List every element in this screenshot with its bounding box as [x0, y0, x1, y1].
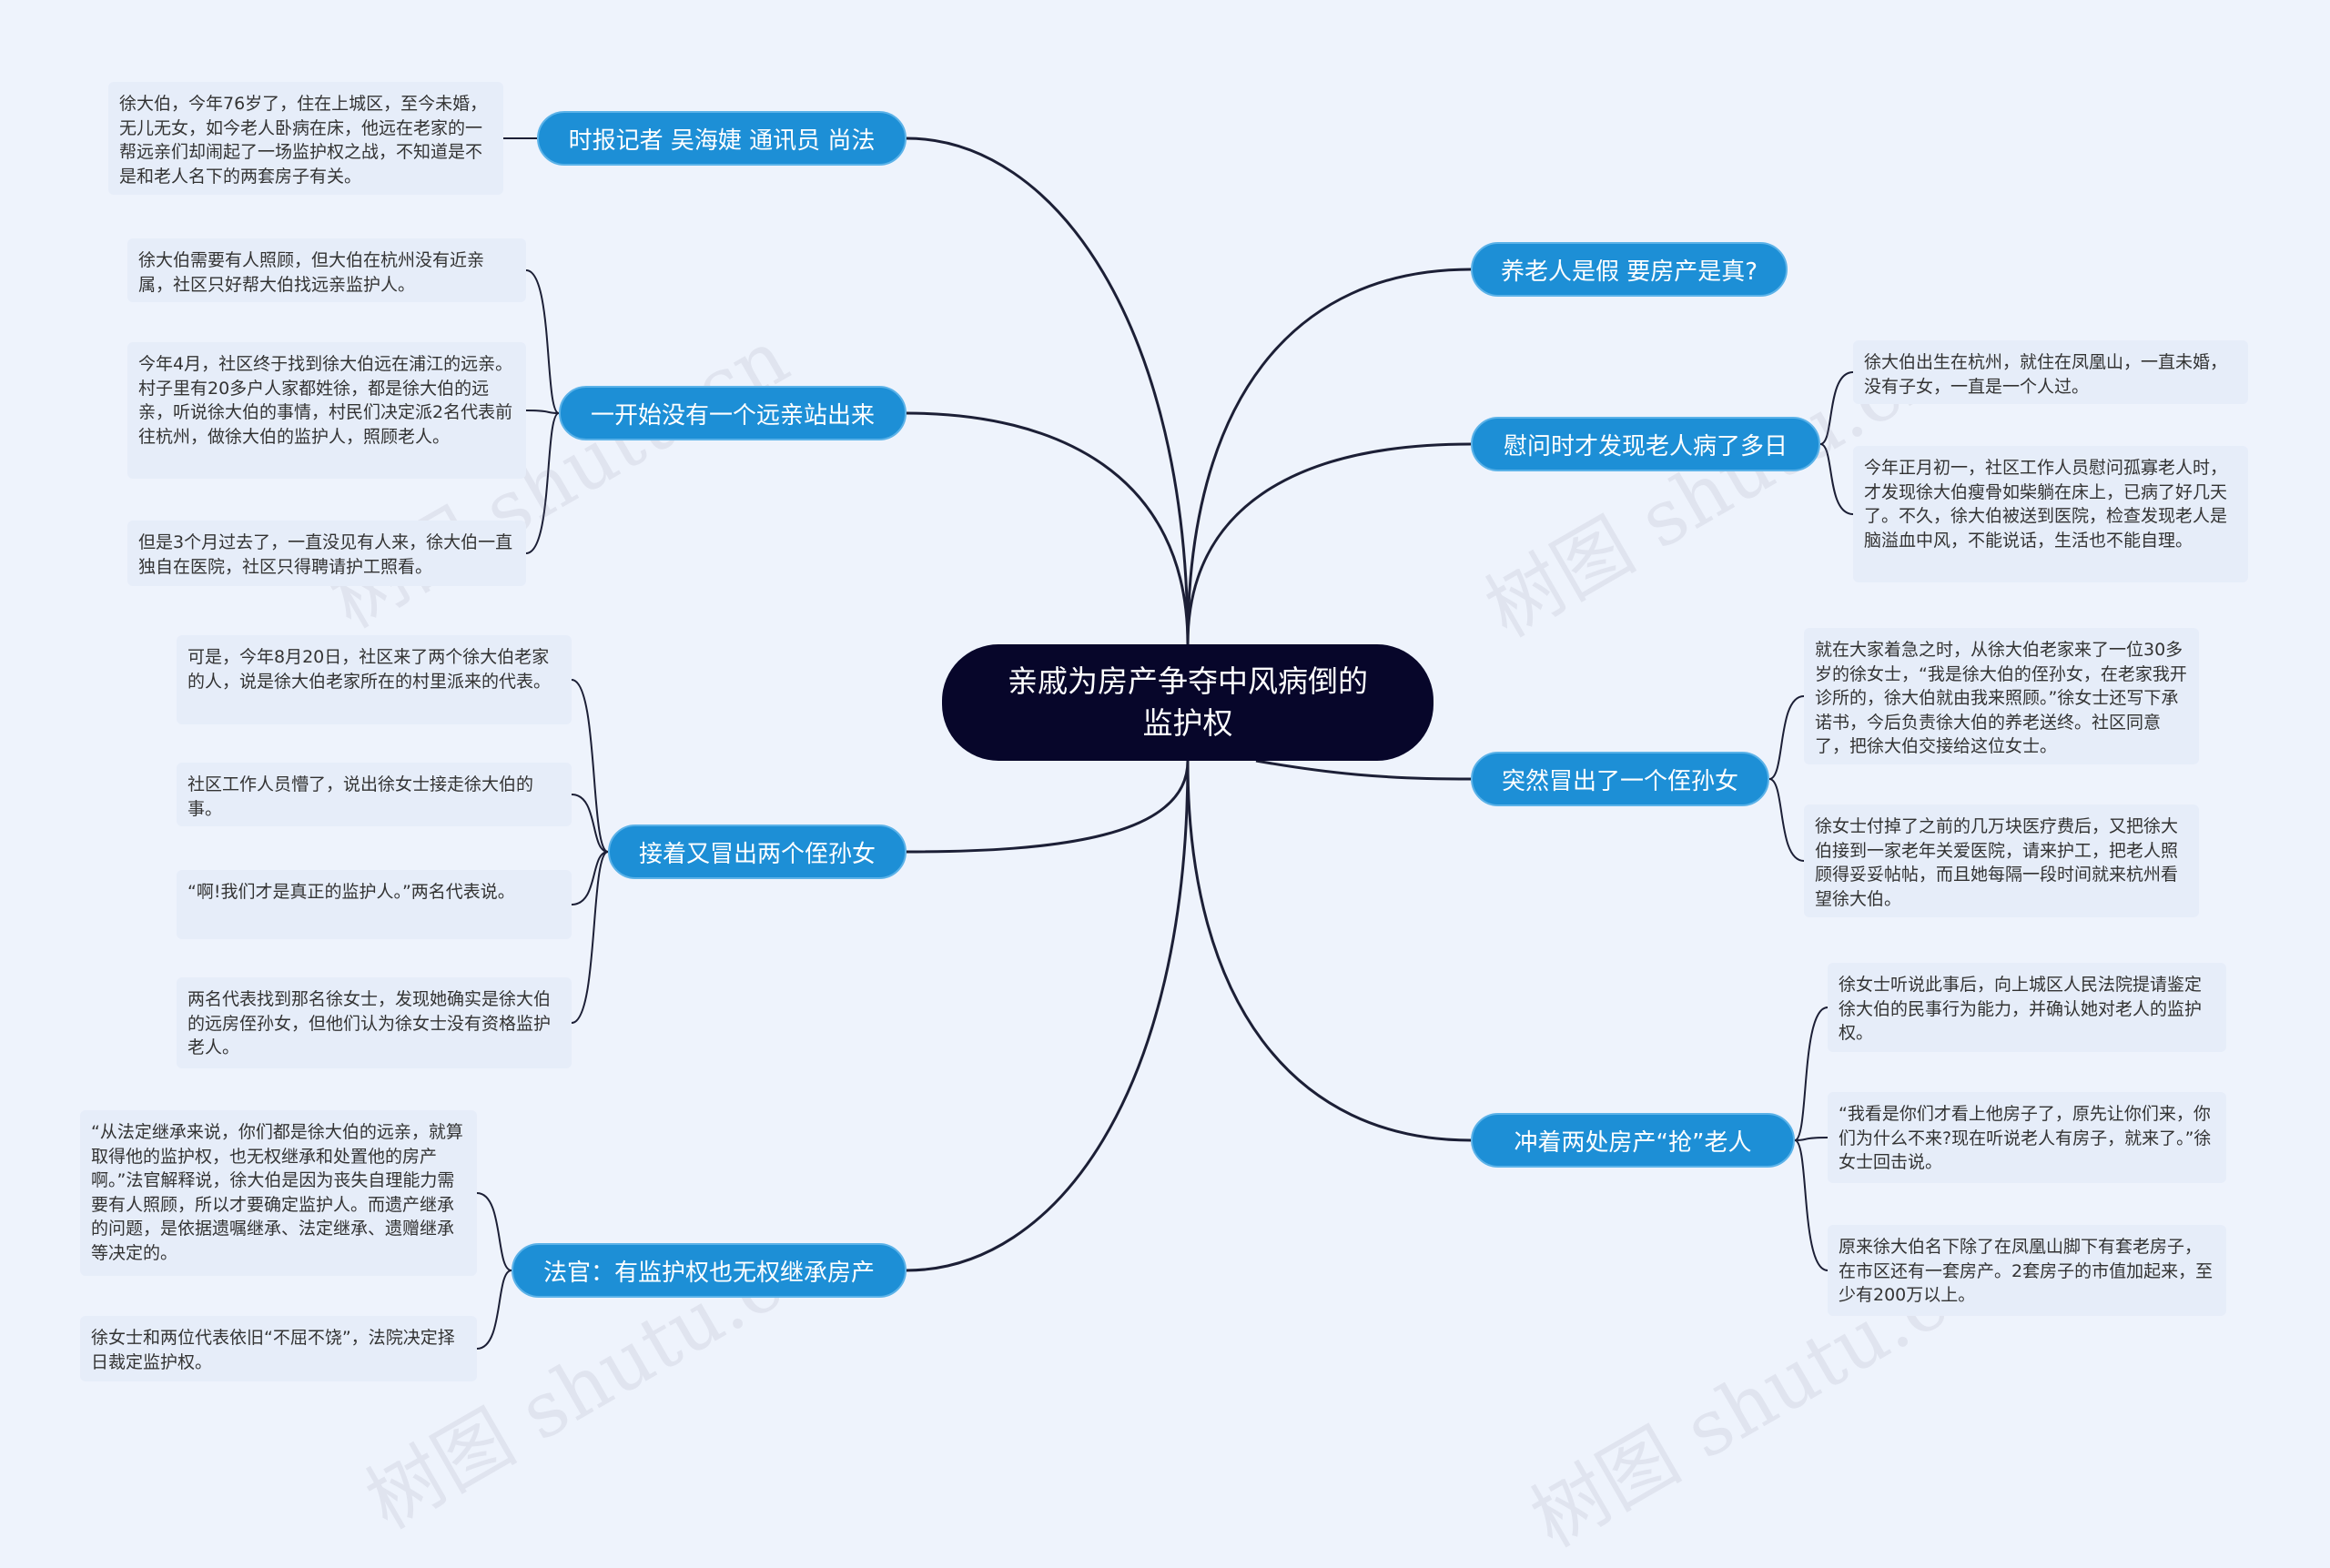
leaf-connector [1768, 695, 1805, 780]
leaf-text: 徐女士和两位代表依旧“不屈不饶”，法院决定择日裁定监护权。 [80, 1316, 477, 1381]
branch-two-grandnieces[interactable]: 接着又冒出两个侄孙女 [608, 824, 907, 879]
leaf-connector [571, 851, 609, 905]
leaf-text: 社区工作人员懵了，说出徐女士接走徐大伯的事。 [177, 763, 572, 826]
branch-reporter[interactable]: 时报记者 吴海婕 通讯员 尚法 [537, 111, 907, 166]
branch-judge[interactable]: 法官：有监护权也无权继承房产 [512, 1243, 907, 1298]
leaf-text: 就在大家着急之时，从徐大伯老家来了一位30多岁的徐女士，“我是徐大伯的侄孙女，在… [1804, 628, 2199, 764]
leaf-connector [571, 794, 609, 853]
branch-grandniece-appears[interactable]: 突然冒出了一个侄孙女 [1471, 752, 1769, 806]
branch-connector [1186, 442, 1472, 645]
leaf-connector [1819, 443, 1854, 515]
branch-connector [906, 760, 1190, 1272]
leaf-connector [1768, 778, 1805, 862]
leaf-text: 两名代表找到那名徐女士，发现她确实是徐大伯的远房侄孙女，但他们认为徐女士没有资格… [177, 977, 572, 1068]
leaf-text: “从法定继承来说，你们都是徐大伯的远亲，就算取得他的监护权，也无权继承和处置他的… [80, 1110, 477, 1276]
leaf-connector [571, 679, 609, 853]
leaf-text: 徐大伯，今年76岁了，住在上城区，至今未婚，无儿无女，如今老人卧病在床，他远在老… [108, 82, 503, 195]
branch-fight-for-houses[interactable]: 冲着两处房产“抢”老人 [1471, 1113, 1795, 1168]
branch-connector [906, 760, 1190, 854]
central-topic[interactable]: 亲戚为房产争夺中风病倒的监护权 [942, 644, 1433, 761]
branch-connector [906, 137, 1190, 645]
branch-connector [1186, 268, 1472, 645]
leaf-text: 徐女士听说此事后，向上城区人民法院提请鉴定徐大伯的民事行为能力，并确认她对老人的… [1828, 963, 2226, 1052]
branch-found-sick[interactable]: 慰问时才发现老人病了多日 [1471, 417, 1820, 471]
leaf-text: 徐女士付掉了之前的几万块医疗费后，又把徐大伯接到一家老年关爱医院，请来护工，把老… [1804, 804, 2199, 917]
leaf-text: 今年4月，社区终于找到徐大伯远在浦江的远亲。村子里有20多户人家都姓徐，都是徐大… [127, 342, 526, 479]
leaf-text: “我看是你们才看上他房子了，原先让你们来，你们为什么不来?现在听说老人有房子，就… [1828, 1092, 2226, 1183]
leaf-connector [525, 269, 560, 414]
leaf-text: “啊!我们才是真正的监护人。”两名代表说。 [177, 870, 572, 939]
mind-map-canvas: 树图 shutu.cn 树图 shutu.cn 树图 shutu.cn 树图 s… [80, 82, 2248, 1564]
leaf-connector [571, 851, 609, 1024]
connector-lines [476, 137, 1854, 1350]
leaf-connector [476, 1270, 512, 1350]
leaf-text: 今年正月初一，社区工作人员慰问孤寡老人时，才发现徐大伯瘦骨如柴躺在床上，已病了好… [1853, 446, 2248, 582]
leaf-text: 徐大伯出生在杭州，就住在凤凰山，一直未婚，没有子女，一直是一个人过。 [1853, 340, 2248, 404]
leaf-connector [476, 1192, 512, 1271]
branch-connector [1255, 759, 1472, 781]
leaf-text: 可是，今年8月20日，社区来了两个徐大伯老家的人，说是徐大伯老家所在的村里派来的… [177, 635, 572, 724]
branch-no-relative[interactable]: 一开始没有一个远亲站出来 [559, 386, 907, 440]
leaf-text: 原来徐大伯名下除了在凤凰山脚下有套老房子，在市区还有一套房产。2套房子的市值加起… [1828, 1225, 2226, 1316]
branch-care-or-house[interactable]: 养老人是假 要房产是真? [1471, 242, 1788, 297]
leaf-connector [1794, 1139, 1829, 1271]
leaf-connector [1819, 371, 1854, 445]
leaf-connector [525, 410, 560, 414]
branch-connector [906, 411, 1190, 645]
leaf-connector [1794, 1007, 1829, 1141]
leaf-text: 徐大伯需要有人照顾，但大伯在杭州没有近亲属，社区只好帮大伯找远亲监护人。 [127, 238, 526, 302]
leaf-text: 但是3个月过去了，一直没见有人来，徐大伯一直独自在医院，社区只得聘请护工照看。 [127, 521, 526, 586]
branch-connector [1186, 760, 1472, 1142]
leaf-connector [525, 412, 560, 554]
leaf-connector [1794, 1137, 1829, 1141]
